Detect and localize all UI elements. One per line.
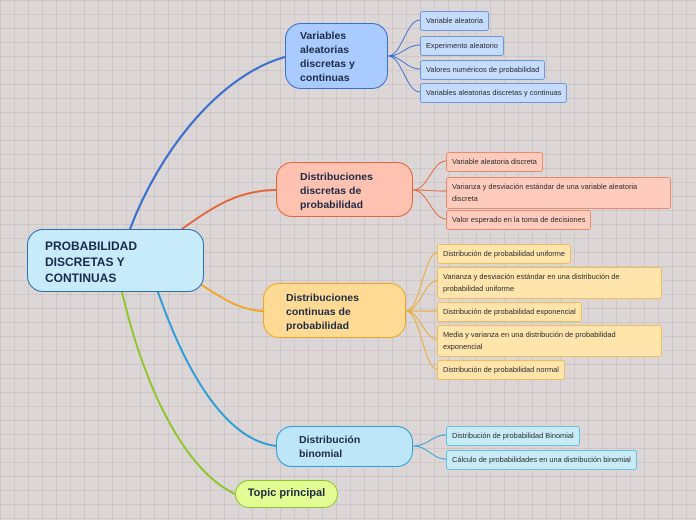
branch-title-line: continuas (300, 72, 350, 84)
leaf-variable-aleatoria-discreta[interactable]: Variable aleatoria discreta (446, 152, 543, 172)
connector-leaf (405, 280, 438, 312)
leaf-distribucion-normal[interactable]: Distribución de probabilidad normal (437, 360, 565, 380)
branch-distribuciones-discretas[interactable]: Distribuciones discretas de probabilidad (276, 162, 413, 217)
leaf-variables-discretas-continuas[interactable]: Variables aleatorias discretas y continu… (420, 83, 568, 103)
branch-title-line: aleatorias (300, 44, 350, 56)
branch-distribucion-binomial[interactable]: Distribución binomial (276, 426, 413, 467)
central-topic[interactable]: PROBABILIDAD DISCRETAS Y CONTINUAS (27, 229, 204, 292)
branch-title-line: continuas de (286, 306, 351, 318)
connector-main (157, 291, 277, 447)
branch-title-line: Distribuciones (286, 292, 359, 304)
central-topic-line: DISCRETAS Y (45, 255, 125, 269)
connector-leaf (412, 445, 447, 460)
branch-distribuciones-continuas[interactable]: Distribuciones continuas de probabilidad (263, 283, 406, 338)
central-topic-line: PROBABILIDAD (45, 239, 137, 253)
leaf-varianza-uniforme[interactable]: Varianza y desviación estándar en una di… (437, 267, 662, 299)
branch-title-line: probabilidad (286, 320, 349, 332)
connector-leaf (412, 434, 447, 447)
topic-principal-node[interactable]: Topic principal (235, 480, 338, 508)
connector-leaf (405, 310, 438, 370)
connector-leaf (405, 252, 438, 312)
connector-leaf (387, 19, 421, 57)
branch-title-line: discretas de (300, 185, 362, 197)
leaf-valor-esperado[interactable]: Valor esperado en la toma de decisiones (446, 210, 592, 230)
connector-main (121, 291, 236, 495)
leaf-variable-aleatoria[interactable]: Variable aleatoria (420, 11, 489, 31)
leaf-valores-numericos[interactable]: Valores numéricos de probabilidad (420, 60, 546, 80)
leaf-distribucion-exponencial[interactable]: Distribución de probabilidad exponencial (437, 302, 582, 322)
leaf-distribucion-uniforme[interactable]: Distribución de probabilidad uniforme (437, 244, 572, 264)
leaf-calculo-binomial[interactable]: Cálculo de probabilidades en una distrib… (446, 450, 637, 470)
connector-main (199, 283, 264, 312)
leaf-varianza-discreta[interactable]: Varianza y desviación estándar de una va… (446, 177, 671, 209)
connector-leaf (412, 189, 447, 220)
connector-leaf (387, 44, 421, 57)
branch-variables-aleatorias[interactable]: Variables aleatorias discretas y continu… (285, 23, 388, 89)
leaf-experimento-aleatorio[interactable]: Experimento aleatorio (420, 36, 504, 56)
central-topic-line: CONTINUAS (45, 271, 117, 285)
branch-title-line: Distribución (299, 434, 361, 446)
branch-title-line: probabilidad (300, 199, 363, 211)
connector-main (181, 189, 278, 230)
connector-leaf (412, 189, 447, 192)
branch-title-line: Distribuciones (300, 171, 373, 183)
leaf-media-varianza-exponencial[interactable]: Media y varianza en una distribución de … (437, 325, 662, 357)
leaf-distribucion-binomial[interactable]: Distribución de probabilidad Binomial (446, 426, 580, 446)
branch-title-line: Variables (300, 30, 347, 42)
branch-title-line: discretas y (300, 58, 355, 70)
connector-leaf (412, 160, 447, 191)
connector-leaf (387, 55, 421, 93)
branch-title-line: binomial (299, 448, 343, 460)
connector-main (128, 55, 287, 231)
connector-leaf (405, 310, 438, 340)
